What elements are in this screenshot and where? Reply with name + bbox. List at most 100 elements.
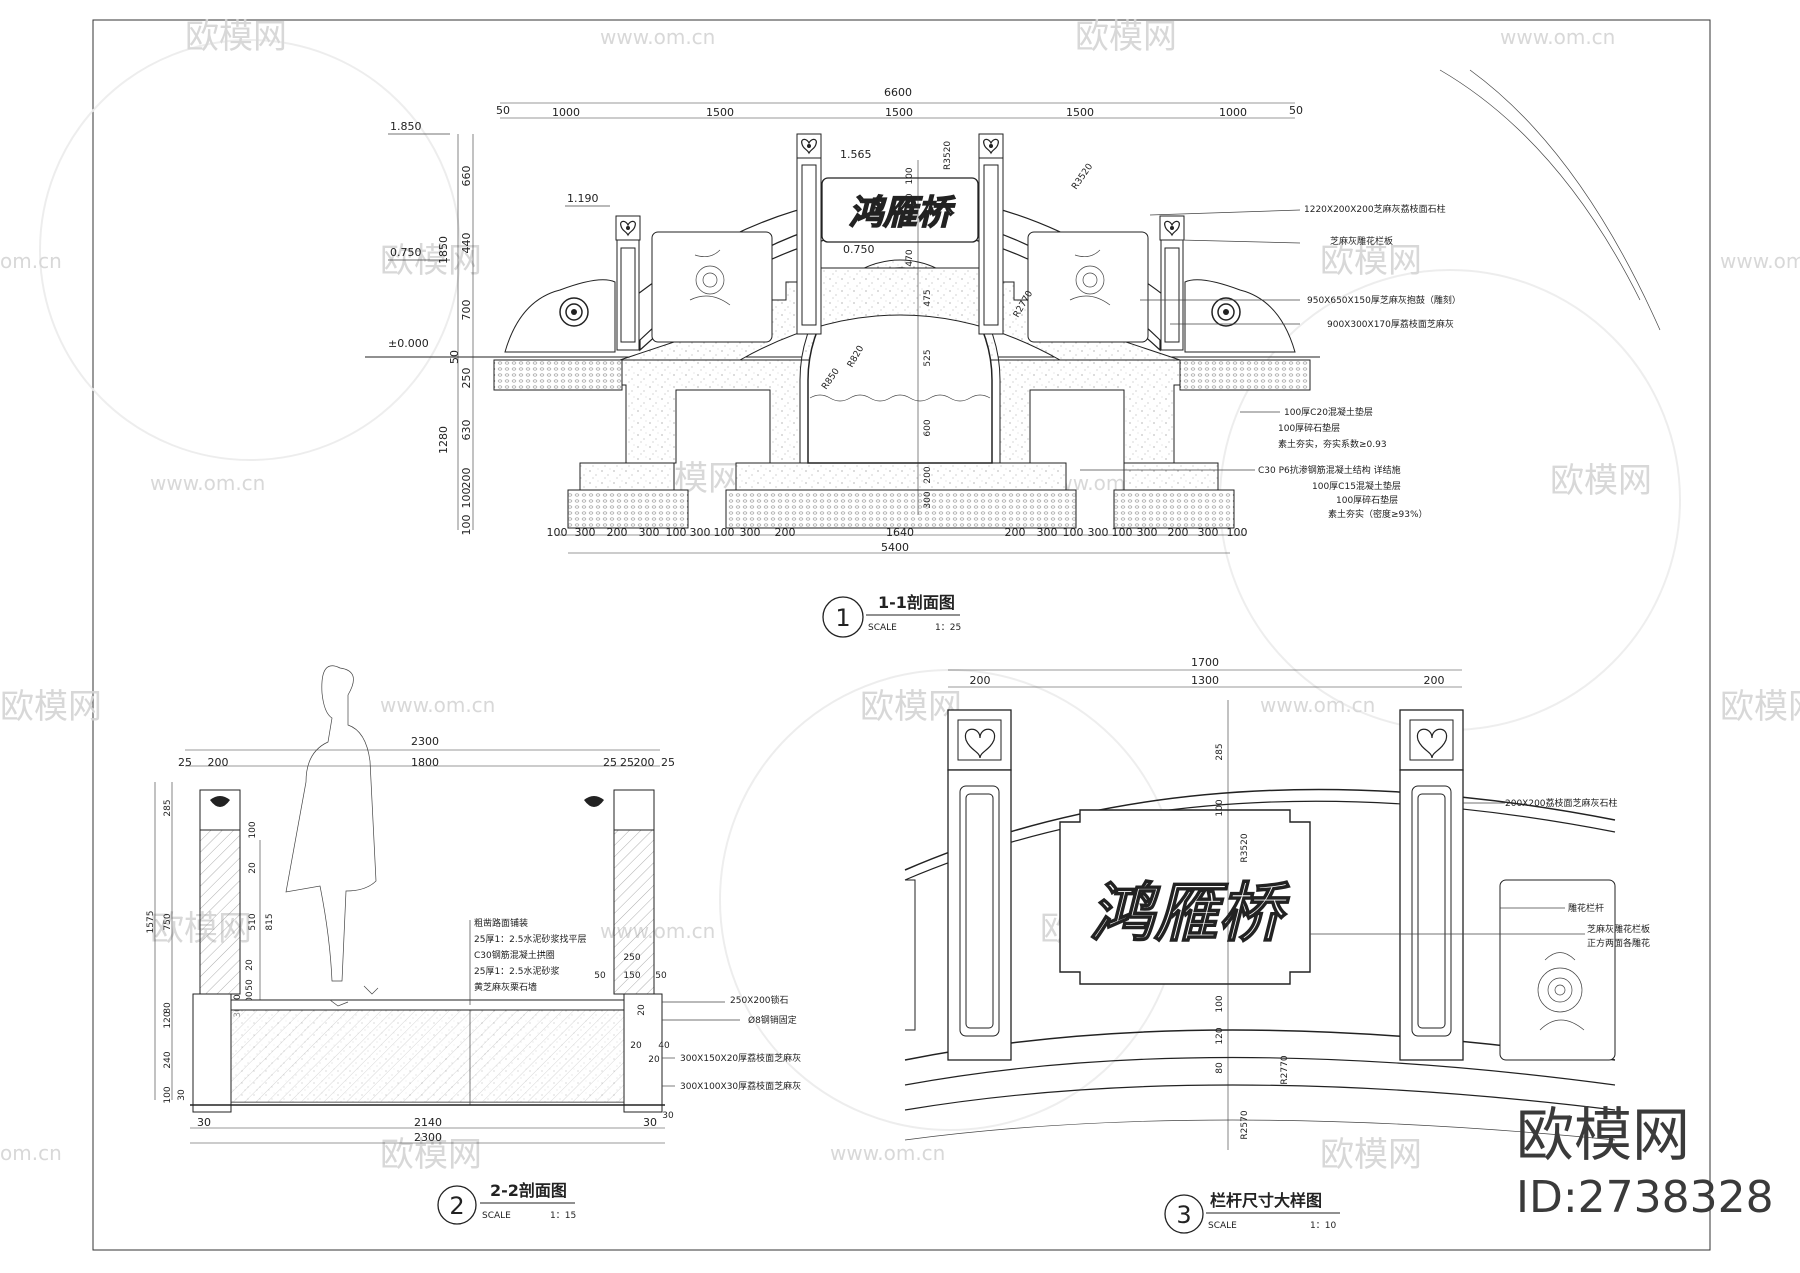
section2-notes: 粗凿路面铺装 25厚1：2.5水泥砂浆找平层 C30钢筋混凝土拱圈 25厚1：2… xyxy=(469,917,587,1005)
footing-left xyxy=(579,462,675,491)
dim-label: 100 xyxy=(1215,995,1225,1012)
post-inset-inner xyxy=(965,793,994,1029)
approach-layer-left xyxy=(493,359,623,391)
dim-label: 300 xyxy=(639,526,660,539)
radius-label: R2770 xyxy=(1280,1055,1290,1084)
dim-label: 1575 xyxy=(146,911,156,934)
railing-detail-drawing: 1700 200 1300 200 鸿雁桥 xyxy=(904,656,1650,1234)
detail-post-left xyxy=(947,769,1012,1061)
dim-label: 300 xyxy=(740,526,761,539)
watermark-brand: 欧模网 xyxy=(1075,17,1177,57)
frame-arc xyxy=(1439,69,1641,301)
deck-arch xyxy=(904,1056,1616,1086)
dim-label: 200 xyxy=(1005,526,1026,539)
dim-total-top: 1700 xyxy=(1191,656,1219,669)
section-title: 1-1剖面图 xyxy=(878,593,955,612)
dim-total-top: 2300 xyxy=(411,735,439,748)
dim-label: 285 xyxy=(163,799,173,816)
post-cap-left xyxy=(199,789,241,831)
dim-label: 250 xyxy=(460,368,473,389)
dim-label: 750 xyxy=(163,913,173,930)
callout-text: 素土夯实（密度≥93%） xyxy=(1328,508,1428,520)
dim-label: 1800 xyxy=(411,756,439,769)
carved-panel-right xyxy=(1499,879,1616,1061)
dim-label: 1000 xyxy=(552,106,580,119)
dim-label: 80 xyxy=(163,1002,173,1014)
callout-text: Ø8钢销固定 xyxy=(748,1014,797,1026)
dim-label: 1280 xyxy=(437,426,450,454)
watermark-url: www.om.cn xyxy=(600,25,715,49)
section-number: 1 xyxy=(835,604,850,632)
dim-label: 300 xyxy=(1198,526,1219,539)
scroll-ornament xyxy=(1211,297,1241,327)
radius-label: R2570 xyxy=(1240,1110,1250,1139)
dim-label: 2140 xyxy=(414,1116,442,1129)
dim-label: 100 xyxy=(460,515,473,536)
watermark-brand: 欧模网 xyxy=(380,1135,482,1175)
watermark-url: www.om.cn xyxy=(1720,249,1800,273)
dim-label: 1500 xyxy=(1066,106,1094,119)
dim-label: 200 xyxy=(1168,526,1189,539)
detail-bridge-name: 鸿雁桥 xyxy=(1090,876,1290,951)
leader-line xyxy=(1179,239,1301,244)
rail-post-right xyxy=(613,811,655,995)
callout-text: 300X100X30厚荔枝面芝麻灰 xyxy=(680,1080,801,1092)
dim-label: 130 xyxy=(905,193,915,210)
callout-text: C30 P6抗渗钢筋混凝土结构 详结施 xyxy=(1258,464,1401,476)
sheet-border xyxy=(92,19,1711,1251)
post-inset xyxy=(959,785,1000,1037)
watermark-brand: 欧模网 xyxy=(1720,687,1800,727)
arch-inner xyxy=(904,1119,1616,1141)
detail-post-cap-right xyxy=(1399,709,1464,771)
post-cap-right xyxy=(613,789,655,831)
post-cap-ornament xyxy=(1159,215,1185,241)
scale-value: 1：10 xyxy=(1310,1221,1336,1231)
dim-label: 100 xyxy=(1063,526,1084,539)
dim-label: 600 xyxy=(923,419,933,436)
dim-label: 250 xyxy=(623,953,640,963)
elevation-label: 0.750 xyxy=(843,243,875,256)
frame-arc-2 xyxy=(1469,69,1661,331)
detail-name-plaque xyxy=(1059,809,1311,985)
watermark-brand: 欧模网 xyxy=(380,241,482,281)
foundation-block-left xyxy=(567,489,689,529)
elevation-label: 1.850 xyxy=(390,120,422,133)
scroll-ornament xyxy=(559,297,589,327)
callout-text: 200X200荔枝面芝麻灰石柱 xyxy=(1505,797,1618,809)
dim-label: 120 xyxy=(163,1011,173,1028)
callout-text: 950X650X150厚芝麻灰抱鼓（雕刻） xyxy=(1307,294,1461,306)
dim-label: 20 xyxy=(648,1055,660,1065)
section-title: 栏杆尺寸大样图 xyxy=(1210,1191,1322,1210)
dim-label: 300 xyxy=(1137,526,1158,539)
dim-label: 80 xyxy=(1215,1062,1225,1074)
section-number-circle xyxy=(822,596,864,638)
note-text: 粗凿路面铺装 xyxy=(474,917,528,929)
watermark-url: om.cn xyxy=(0,1141,62,1165)
watermark-brand: 欧模网 xyxy=(185,17,287,57)
dim-label: 100 xyxy=(248,821,258,838)
watermark-url: www.om.cn xyxy=(1260,693,1375,717)
dim-label: 700 xyxy=(460,300,473,321)
watermark-url: www.om.cn xyxy=(830,1141,945,1165)
post-inset-inner xyxy=(1417,793,1446,1029)
dim-label: 100 xyxy=(666,526,687,539)
dim-label: 120 xyxy=(1215,1027,1225,1044)
watermark-ring xyxy=(39,39,461,461)
section-1-1-drawing: 6600 50 1000 1500 1500 1500 1000 50 1.85… xyxy=(365,86,1461,638)
post-cap-ornament xyxy=(615,215,641,241)
post-cap-ornament xyxy=(796,133,822,159)
section-title: 2-2剖面图 xyxy=(490,1181,567,1200)
dim-label: 1640 xyxy=(886,526,914,539)
note-text: 25厚1：2.5水泥砂浆 xyxy=(474,965,560,977)
dim-label: 300 xyxy=(690,526,711,539)
callout-text: 正方两面各雕花 xyxy=(1587,937,1650,949)
peony-carving-right xyxy=(1069,249,1111,306)
post-cap-frame xyxy=(1409,719,1454,761)
dim-total-top: 6600 xyxy=(884,86,912,99)
post-center-left xyxy=(796,153,822,335)
scale-value: 1：15 xyxy=(550,1211,576,1221)
callout-text: 100厚碎石垫层 xyxy=(1278,422,1340,434)
watermark-url: om.cn xyxy=(0,249,62,273)
post-cap-ornament xyxy=(978,133,1004,159)
dim-label: 100 xyxy=(163,1086,173,1103)
